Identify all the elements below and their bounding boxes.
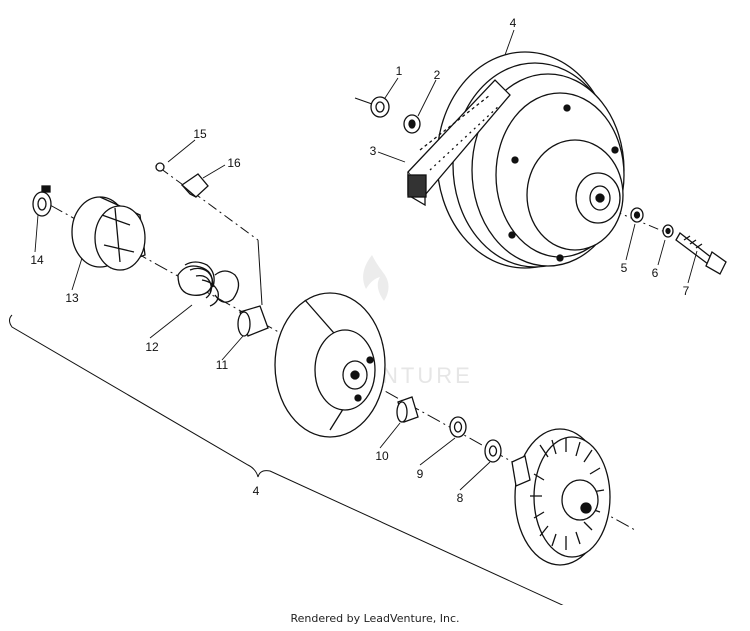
callout-15: 15 <box>193 127 207 141</box>
callout-3: 3 <box>370 144 377 158</box>
callout-2: 2 <box>434 68 441 82</box>
set-screw-15 <box>155 162 165 172</box>
callout-16: 16 <box>227 156 241 170</box>
callout-4-top: 4 <box>510 16 517 30</box>
callout-14: 14 <box>30 253 44 267</box>
snap-ring-14 <box>32 185 52 217</box>
callout-11: 11 <box>216 358 229 372</box>
washer-9 <box>449 416 467 438</box>
callout-9: 9 <box>417 467 424 481</box>
callout-10: 10 <box>375 449 389 463</box>
drive-pulley-assembly <box>436 51 625 269</box>
spider-cover-13 <box>71 196 146 271</box>
roller-16 <box>180 173 209 198</box>
drive-belt <box>407 79 511 207</box>
fixed-sheave <box>511 428 611 566</box>
assembly-bracket <box>9 314 564 605</box>
callout-7: 7 <box>683 284 690 298</box>
callout-6: 6 <box>652 266 659 280</box>
bushing-10 <box>396 396 419 423</box>
callout-5: 5 <box>621 261 628 275</box>
bolt-7 <box>675 232 727 275</box>
washer-8 <box>484 439 502 463</box>
render-credit: Rendered by LeadVenture, Inc. <box>290 612 460 625</box>
washer-1 <box>370 96 390 118</box>
exploded-parts-diagram: LEADVENTURE <box>9 16 727 605</box>
callout-4-bottom: 4 <box>253 484 260 498</box>
callout-12: 12 <box>145 340 159 354</box>
movable-sheave <box>274 292 386 438</box>
callout-13: 13 <box>65 291 79 305</box>
bushing-11 <box>237 305 269 337</box>
callout-8: 8 <box>457 491 464 505</box>
spring-12 <box>177 261 240 307</box>
callout-1: 1 <box>396 64 403 78</box>
